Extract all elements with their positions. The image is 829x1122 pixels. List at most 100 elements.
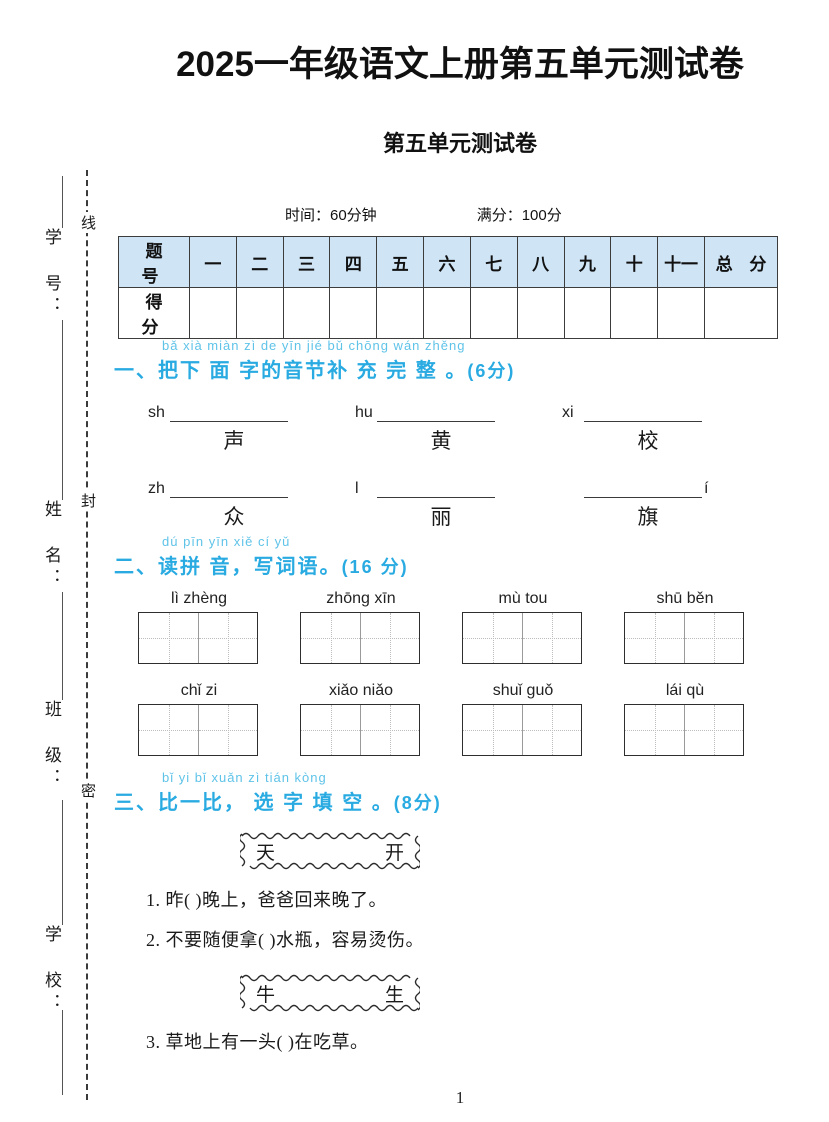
tianzige-grid[interactable] — [624, 704, 744, 756]
student-name-field-label[interactable]: 姓 名： — [42, 500, 61, 590]
tianzige-grid[interactable] — [624, 612, 744, 664]
tianzige-cell[interactable] — [301, 613, 360, 663]
tianzige-cell[interactable] — [463, 613, 522, 663]
score-cell-7[interactable] — [469, 287, 518, 339]
pinyin-prefix: xi — [562, 404, 574, 421]
pinyin-answer-blank[interactable] — [377, 477, 495, 498]
tianzige-cell[interactable] — [463, 705, 522, 755]
word-box-item[interactable]: lái qù — [624, 682, 786, 756]
tianzige-cell[interactable] — [684, 613, 743, 663]
tianzige-cell[interactable] — [360, 613, 419, 663]
pinyin-prefix: zh — [148, 480, 165, 497]
score-cell-11[interactable] — [657, 287, 705, 339]
tianzige-cell[interactable] — [625, 705, 684, 755]
section-heading-3: bǐ yi bǐ xuǎn zì tián kòng 三、比一比， 选 字 填 … — [110, 770, 829, 815]
score-cell-8[interactable] — [516, 287, 565, 339]
word-box-item[interactable]: mù tou — [462, 590, 624, 664]
exercise-2-write-words: lì zhèng zhōng xīn mù tou — [110, 590, 829, 774]
score-col-10: 十 — [610, 236, 659, 288]
section-heading-2: dú pīn yīn xiě cí yǔ 二、读拼 音，写词语。(16 分) — [110, 534, 829, 579]
seal-line-sidebar: 线 封 密 学 号： 姓 名： 班 级： 学 校： — [0, 0, 110, 1122]
word-pinyin: xiǎo niǎo — [328, 682, 394, 699]
word-box-item[interactable]: zhōng xīn — [300, 590, 462, 664]
exercise-3-question[interactable]: 1. 昨( )晚上，爸爸回来晚了。 — [146, 890, 387, 910]
score-cell-5[interactable] — [376, 287, 425, 339]
tianzige-cell[interactable] — [522, 705, 581, 755]
word-box-item[interactable]: chǐ zi — [138, 682, 300, 756]
pinyin-answer-blank[interactable] — [584, 401, 702, 422]
word-box-item[interactable]: xiǎo niǎo — [300, 682, 462, 756]
tianzige-grid[interactable] — [300, 612, 420, 664]
tianzige-grid[interactable] — [462, 704, 582, 756]
tianzige-cell[interactable] — [522, 613, 581, 663]
seal-char-mi: 密 — [76, 780, 98, 801]
score-col-total: 总 分 — [704, 236, 778, 288]
exercise-1-row: sh 声 hu 黄 xi 校 — [110, 396, 829, 458]
tianzige-cell[interactable] — [198, 705, 257, 755]
exercise-3-question[interactable]: 3. 草地上有一头( )在吃草。 — [146, 1032, 369, 1052]
tianzige-cell[interactable] — [301, 705, 360, 755]
section-3-pinyin: bǐ yi bǐ xuǎn zì tián kòng — [162, 770, 327, 785]
tianzige-cell[interactable] — [139, 613, 198, 663]
choice-char-right: 开 — [384, 842, 404, 864]
tianzige-cell[interactable] — [684, 705, 743, 755]
school-field-label[interactable]: 学 校： — [42, 925, 61, 1015]
pinyin-item[interactable]: sh 声 — [148, 396, 355, 458]
pinyin-blank-line: hu — [355, 396, 562, 422]
section-1-title-text: 一、把下 面 字的音节补 充 完 整 。 — [114, 360, 468, 382]
word-box-item[interactable]: shuǐ guǒ — [462, 682, 624, 756]
score-cell-2[interactable] — [235, 287, 284, 339]
score-cell-6[interactable] — [423, 287, 471, 339]
score-cell-10[interactable] — [610, 287, 659, 339]
section-1-pinyin: bǎ xià miàn zì de yīn jié bǔ chōng wán z… — [162, 338, 466, 353]
pinyin-item[interactable]: í 旗 — [562, 472, 769, 534]
pinyin-target-char: 丽 — [430, 505, 452, 529]
tianzige-cell[interactable] — [139, 705, 198, 755]
score-cell-3[interactable] — [282, 287, 331, 339]
class-field-label[interactable]: 班 级： — [42, 700, 61, 790]
pinyin-item[interactable]: zh 众 — [148, 472, 355, 534]
pinyin-item[interactable]: hu 黄 — [355, 396, 562, 458]
tianzige-cell[interactable] — [360, 705, 419, 755]
seal-rule-1 — [62, 176, 63, 228]
character-choice-box-1: 天 开 — [240, 830, 420, 872]
score-table-header-row: 题 号 一 二 三 四 五 六 七 八 九 十 十一 总 分 — [118, 236, 778, 288]
tianzige-grid[interactable] — [138, 704, 258, 756]
student-id-field-label[interactable]: 学 号： — [42, 228, 61, 318]
tianzige-grid[interactable] — [462, 612, 582, 664]
section-heading-1: bǎ xià miàn zì de yīn jié bǔ chōng wán z… — [110, 338, 829, 383]
pinyin-answer-blank[interactable] — [377, 401, 495, 422]
pinyin-prefix: l — [355, 480, 359, 497]
score-cell-total[interactable] — [704, 287, 778, 339]
exam-meta: 时间：60分钟 满分：100分 — [285, 204, 725, 225]
tianzige-grid[interactable] — [300, 704, 420, 756]
word-box-item[interactable]: shū běn — [624, 590, 786, 664]
score-cell-1[interactable] — [189, 287, 237, 339]
exam-time-label: 时间：60分钟 — [285, 207, 377, 224]
page-number: 1 — [455, 1088, 465, 1107]
pinyin-answer-blank[interactable] — [170, 477, 288, 498]
page-title: 2025一年级语文上册第五单元测试卷 — [176, 45, 744, 84]
seal-rule-3 — [62, 592, 63, 700]
word-box-item[interactable]: lì zhèng — [138, 590, 300, 664]
pinyin-answer-blank[interactable] — [170, 401, 288, 422]
pinyin-item[interactable]: l 丽 — [355, 472, 562, 534]
pinyin-target-char: 声 — [223, 429, 245, 453]
pinyin-answer-blank[interactable] — [584, 477, 702, 498]
pinyin-blank-line: sh — [148, 396, 355, 422]
tianzige-cell[interactable] — [198, 613, 257, 663]
score-col-11: 十一 — [657, 236, 705, 288]
score-cell-4[interactable] — [329, 287, 378, 339]
tianzige-cell[interactable] — [625, 613, 684, 663]
pinyin-suffix: í — [704, 480, 709, 497]
score-cell-9[interactable] — [563, 287, 612, 339]
tianzige-grid[interactable] — [138, 612, 258, 664]
pinyin-blank-line: í — [562, 472, 769, 498]
exercise-3-question[interactable]: 2. 不要随便拿( )水瓶，容易烫伤。 — [146, 930, 424, 950]
section-3-title-text: 三、比一比， 选 字 填 空 。 — [114, 792, 394, 814]
exercise-2-row: chǐ zi xiǎo niǎo shuǐ guǒ — [110, 682, 829, 756]
score-table-row-label-score: 得 分 — [118, 287, 190, 339]
word-pinyin: lái qù — [665, 682, 705, 699]
seal-rule-4 — [62, 800, 63, 925]
pinyin-item[interactable]: xi 校 — [562, 396, 769, 458]
